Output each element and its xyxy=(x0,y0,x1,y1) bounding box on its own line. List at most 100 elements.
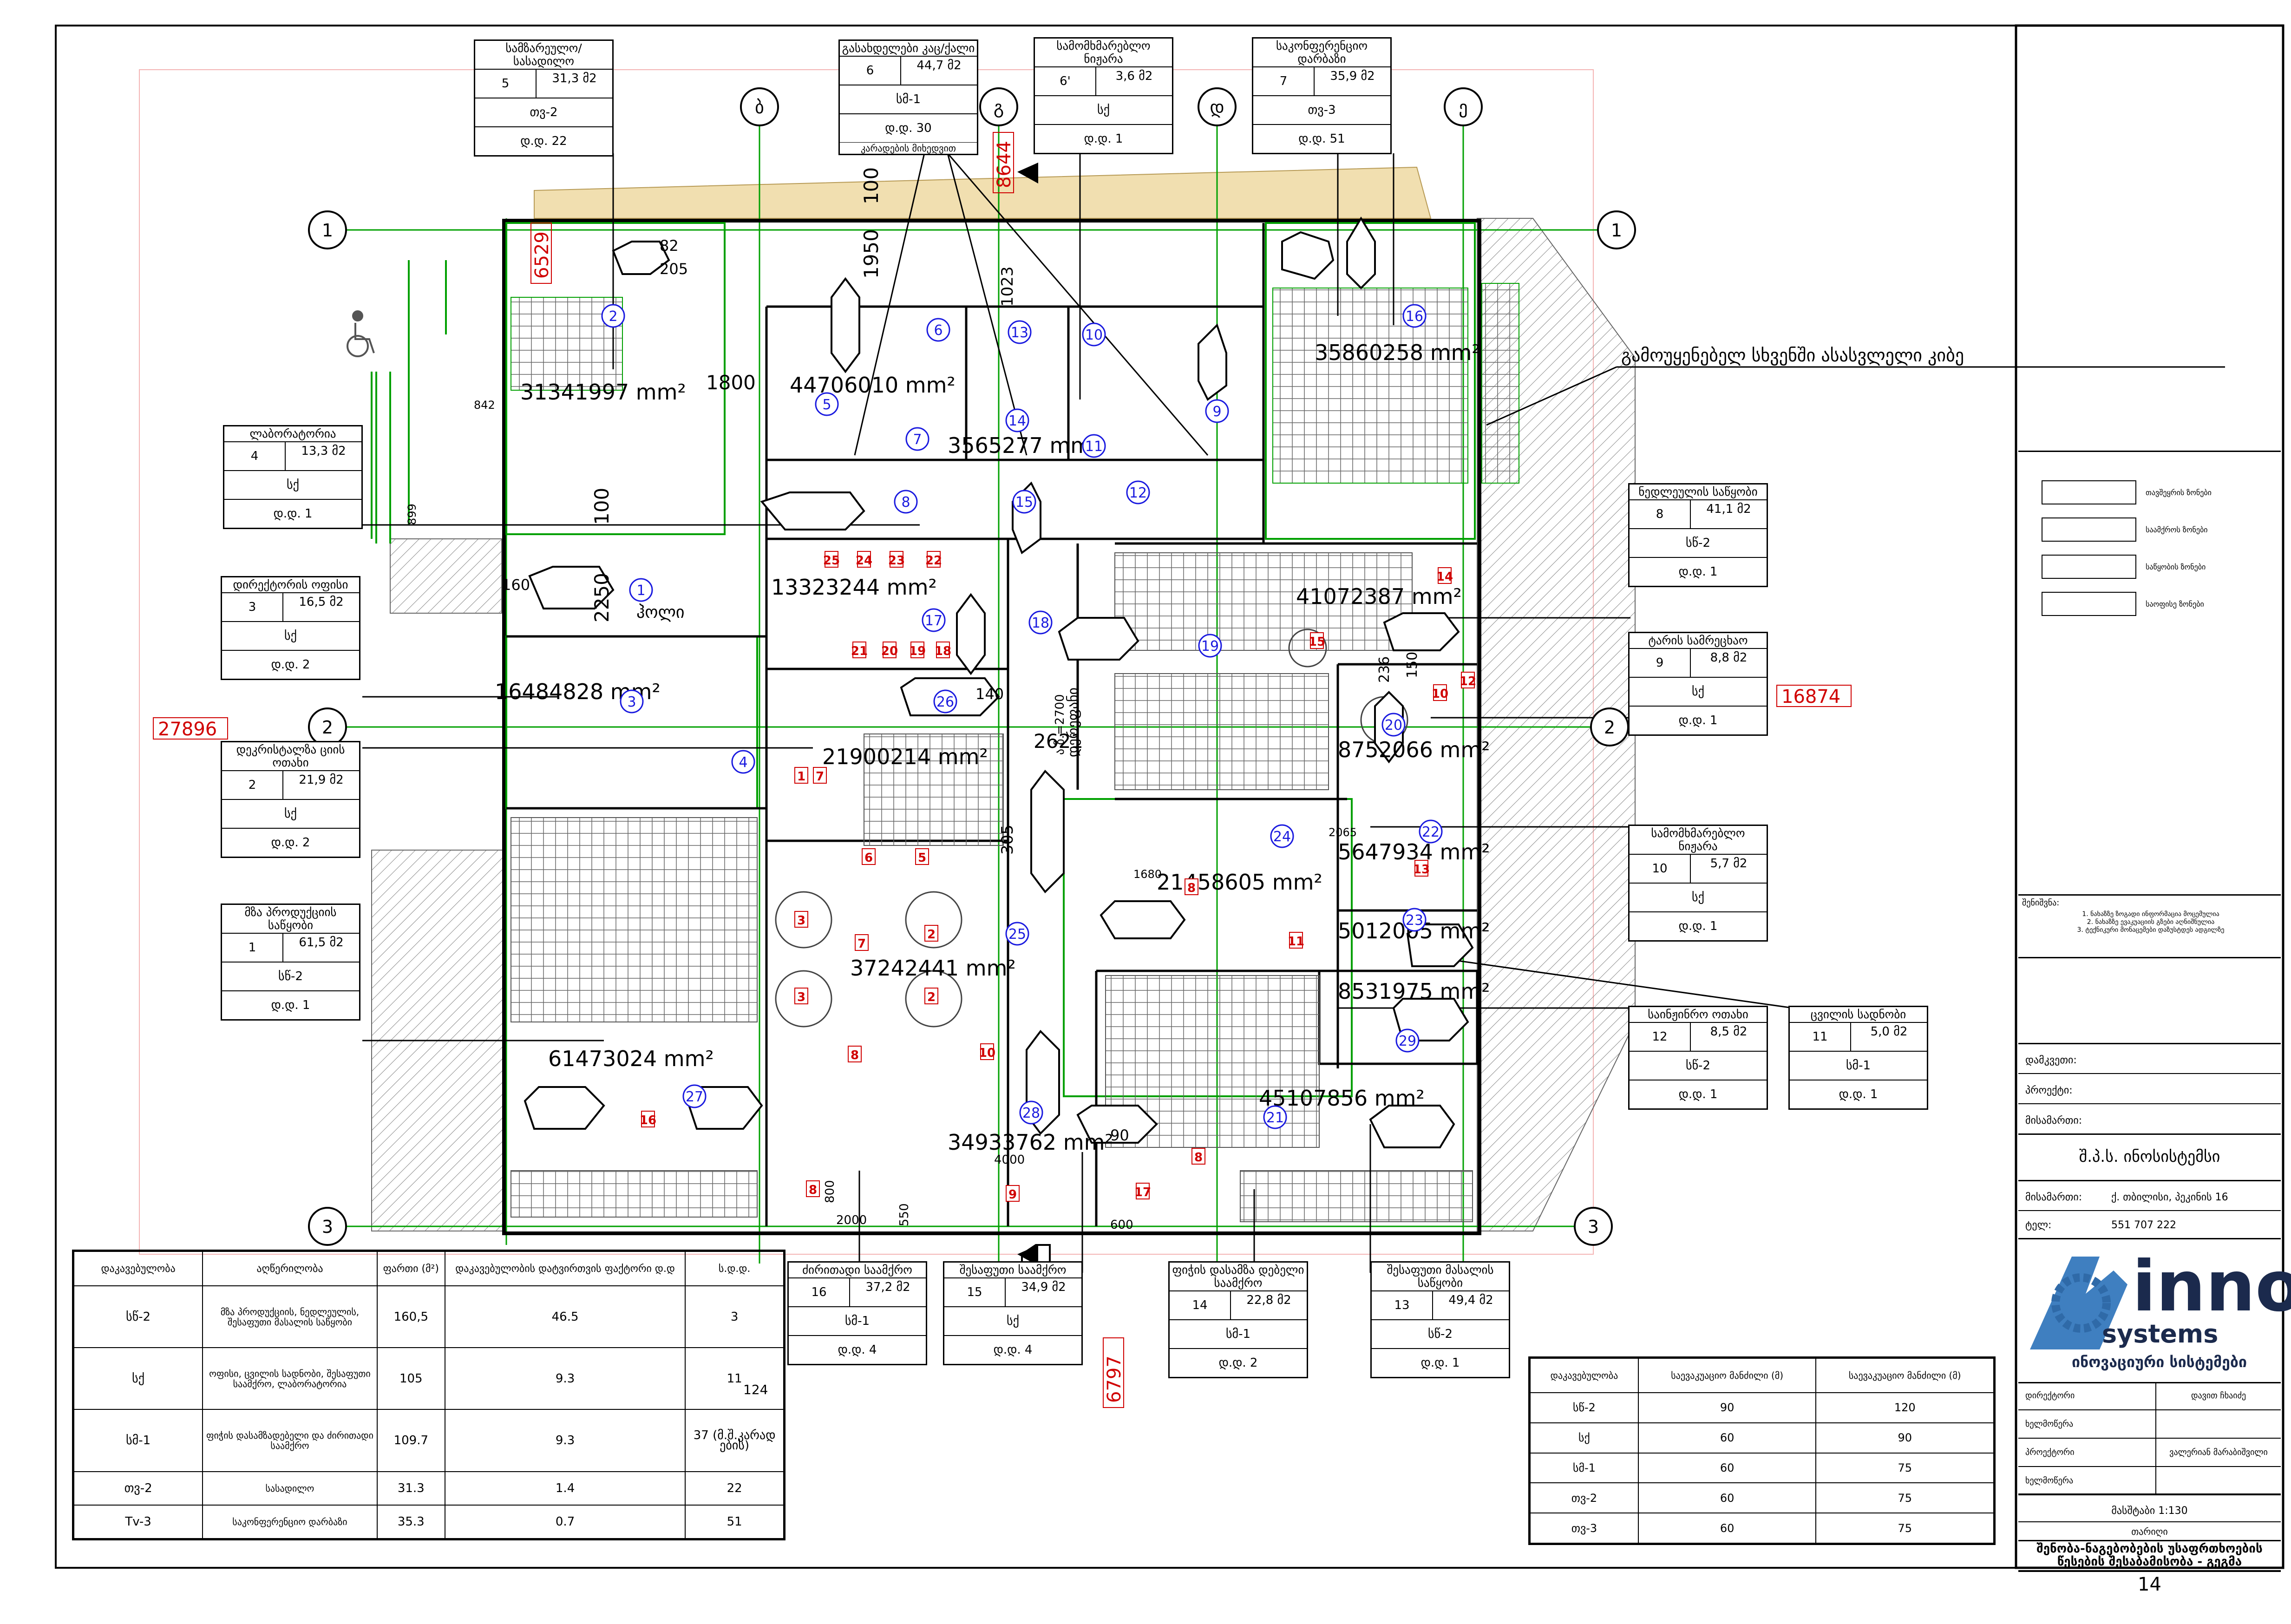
room-tag-area: 61,5 მ2 xyxy=(299,936,344,950)
sheet-number: 14 xyxy=(2138,1574,2161,1595)
room-number-text: 8 xyxy=(901,494,910,511)
equipment-number-badge: 8 xyxy=(806,1180,820,1197)
equipment-number-badge: 8 xyxy=(1185,878,1198,895)
room-number-badge: 18 xyxy=(1028,610,1053,635)
legend-divider xyxy=(2018,451,2281,452)
date-label: თარიღი xyxy=(2131,1526,2168,1537)
area-label: 34933762 mm² xyxy=(948,1130,1113,1155)
table-cell: მზა პროდუქციის, ნედლეულის, შესაფუთი მასა… xyxy=(202,1285,378,1349)
dim-label: 205 xyxy=(660,260,688,278)
equipment-number-badge: 8 xyxy=(1191,1148,1205,1165)
room-number-badge: 1 xyxy=(629,578,653,602)
room-tag-area: 8,5 მ2 xyxy=(1710,1025,1748,1039)
room-tag-number: 13 xyxy=(1372,1291,1433,1319)
area-label: 21900214 mm² xyxy=(822,744,988,769)
notes-text: 1. ნახაზზე ზოგადი ინფორმაცია მოცემულია 2… xyxy=(2077,910,2225,934)
equipment-number-badge: 10 xyxy=(1432,684,1448,701)
equipment-number-text: 2 xyxy=(927,928,936,942)
room-tag-load: დ.დ. 2 xyxy=(271,836,310,850)
equipment-number-text: 8 xyxy=(1187,881,1196,895)
equipment-number-badge: 22 xyxy=(925,551,942,568)
area-label: 21458605 mm² xyxy=(1157,870,1322,895)
table-cell: ოფისი, ცვილის სადნობი, შესაფუთი საამქრო,… xyxy=(202,1347,378,1410)
room-number-text: 3 xyxy=(627,694,636,710)
room-tag-name: მზა პროდუქციის საწყობი xyxy=(222,905,359,934)
table-cell: 22 xyxy=(685,1471,784,1506)
room-tag-area: 34,9 მ2 xyxy=(1021,1280,1066,1294)
room-number-text: 12 xyxy=(1129,485,1147,501)
signature-role: ხელმოწერა xyxy=(2025,1476,2074,1486)
signature-role: პროექტორი xyxy=(2025,1447,2075,1457)
company-logo: inno systems ინოვაციური სისტემები xyxy=(2021,1243,2291,1382)
dimension-labels: 1800 1950 100 2250 100 1023 2621 305 82 … xyxy=(406,167,1420,1232)
room-number-text: 15 xyxy=(1015,494,1033,511)
dim-red: 6797 xyxy=(1104,1356,1125,1403)
equipment-number-text: 6 xyxy=(864,851,873,865)
table-cell: 35.3 xyxy=(376,1504,445,1539)
divider xyxy=(2018,1103,2281,1104)
room-number-badge: 4 xyxy=(731,750,755,774)
area-label: 3565277 mm² xyxy=(948,433,1100,458)
room-tag-load: დ.დ. 1 xyxy=(1678,919,1718,933)
signature-name: დავით ჩხაიძე xyxy=(2155,1382,2281,1409)
room-number-text: 6 xyxy=(934,322,943,339)
table-header-cell: ს.დ.დ. xyxy=(685,1251,784,1286)
area-label: 44706010 mm² xyxy=(790,373,956,398)
equipment-number-text: 25 xyxy=(823,554,840,568)
table-cell: 46.5 xyxy=(444,1285,686,1349)
room-tag-name: სამომხმარებლო ნიჟარა xyxy=(1630,826,1767,855)
dim-label: 899 xyxy=(406,504,419,525)
equipment-number-text: 14 xyxy=(1436,570,1453,584)
room-tag-number: 7 xyxy=(1253,67,1315,95)
room-tag-class: სქ xyxy=(944,1307,1081,1336)
room-tag-load: დ.დ. 22 xyxy=(520,134,567,148)
table-cell: 109.7 xyxy=(376,1409,445,1472)
section-arrow-south xyxy=(1017,1245,1038,1266)
room-number-text: 14 xyxy=(1008,413,1026,429)
table-cell: 37 (მ.შ.კარად ების) xyxy=(685,1409,784,1472)
axis-bubbles xyxy=(308,87,1636,1246)
raw-material-barrels xyxy=(1114,552,1413,651)
dim-label: 4000 xyxy=(994,1153,1025,1167)
divider xyxy=(2018,1238,2281,1239)
stair-east xyxy=(1481,283,1519,484)
equipment-number-text: 10 xyxy=(979,1046,995,1060)
room-tag-number: 4 xyxy=(224,442,286,470)
area-label: 8752066 mm² xyxy=(1338,737,1490,762)
room-number-text: 24 xyxy=(1273,829,1291,845)
room-tag-load: დ.დ. 30 xyxy=(885,121,932,135)
room-tag-no-area: 6'3,6 მ2 xyxy=(1035,67,1172,96)
axis-letter-1: ბ xyxy=(755,97,764,118)
table-cell: თვ-2 xyxy=(73,1471,203,1506)
table-cell: 60 xyxy=(1637,1513,1817,1544)
room-tag-class: სმ-1 xyxy=(1790,1052,1927,1080)
room-tag-number: 10 xyxy=(1630,855,1691,883)
dim-label: 2250 xyxy=(590,573,613,622)
area-label: 37242441 mm² xyxy=(850,956,1016,981)
room-number-text: 2 xyxy=(609,308,617,325)
table-cell: 120 xyxy=(1815,1392,1994,1423)
legend-item: საამქროს ზონები xyxy=(2042,517,2212,542)
phone-label: ტელ: xyxy=(2025,1219,2052,1231)
wheelchair-icon xyxy=(347,310,375,357)
dim-label: 100 xyxy=(860,167,883,204)
legend-label: საოფისე ზონები xyxy=(2146,599,2204,609)
divider xyxy=(2018,1073,2281,1074)
area-label: 31341997 mm² xyxy=(520,380,686,405)
room-number-text: 22 xyxy=(1422,824,1440,840)
room-tag-load: დ.დ. 1 xyxy=(273,507,313,521)
room-tag-number: 11 xyxy=(1790,1023,1851,1051)
equipment-number-badge: 6 xyxy=(862,848,876,865)
room-tag-area: 31,3 მ2 xyxy=(552,72,597,85)
title-block-frame xyxy=(2015,24,2284,1569)
